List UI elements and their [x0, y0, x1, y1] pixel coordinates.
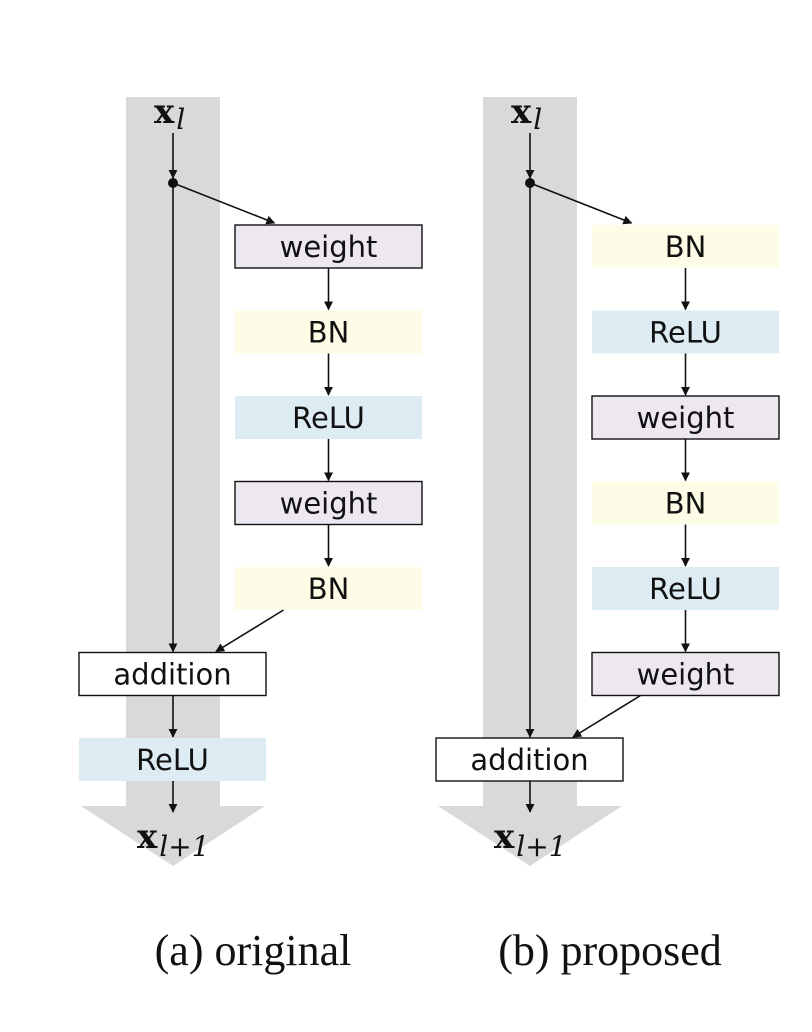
box-shape [234, 480, 423, 526]
box-shape [235, 396, 422, 439]
addition-label: addition [470, 743, 588, 777]
box-shape [435, 737, 624, 782]
input-subscript: l [533, 103, 542, 136]
branch-bn-box: BN [592, 225, 779, 268]
branch-weight-box: weight [591, 651, 780, 697]
addition-box: addition [78, 651, 267, 697]
box-label: ReLU [649, 572, 722, 606]
box-shape [79, 738, 266, 781]
branch-weight-box: weight [591, 395, 780, 440]
box-label: BN [665, 230, 707, 264]
box-shape [591, 651, 780, 697]
input-subscript: l [176, 103, 185, 136]
branch-relu-box: ReLU [235, 396, 422, 439]
panel-proposed: xlBNReLUweightBNReLUweightadditionxl+1(b… [435, 92, 780, 975]
branch-merge-arrow [215, 609, 284, 653]
input-label: xl [511, 92, 542, 136]
output-symbol: x [494, 817, 515, 857]
box-shape [591, 395, 780, 440]
input-label: xl [154, 92, 185, 136]
box-shape [235, 310, 422, 354]
box-shape [592, 310, 779, 354]
addition-label: addition [113, 658, 231, 692]
post-relu-box: ReLU [79, 738, 266, 781]
box-label: BN [308, 572, 350, 606]
output-label: xl+1 [137, 817, 210, 863]
caption-original: (a) original [155, 926, 352, 975]
branch-entry-arrow [529, 182, 633, 225]
box-label: weight [637, 658, 735, 692]
branch-merge-arrow [572, 694, 641, 738]
input-symbol: x [154, 92, 175, 132]
branch-relu-box: ReLU [592, 567, 779, 610]
output-subscript: l+1 [516, 830, 566, 863]
box-label: weight [280, 230, 378, 264]
branch-entry-arrow [172, 182, 276, 225]
panel-original: xlweightBNReLUweightBNadditionReLUxl+1(a… [78, 92, 423, 975]
output-symbol: x [137, 817, 158, 857]
box-shape [592, 481, 779, 525]
post-relu-label: ReLU [136, 743, 209, 777]
box-shape [592, 567, 779, 610]
branch-weight-box: weight [234, 480, 423, 526]
box-shape [78, 651, 267, 697]
branch-weight-box: weight [234, 224, 423, 269]
output-subscript: l+1 [159, 830, 209, 863]
box-label: weight [637, 401, 735, 435]
box-shape [235, 567, 422, 610]
input-symbol: x [511, 92, 532, 132]
box-label: BN [665, 487, 707, 521]
box-shape [592, 225, 779, 268]
box-label: ReLU [292, 401, 365, 435]
addition-box: addition [435, 737, 624, 782]
branch-bn-box: BN [592, 481, 779, 525]
branch-bn-box: BN [235, 567, 422, 610]
branch-bn-box: BN [235, 310, 422, 354]
box-label: BN [308, 316, 350, 350]
output-label: xl+1 [494, 817, 567, 863]
box-label: weight [280, 487, 378, 521]
branch-relu-box: ReLU [592, 310, 779, 354]
caption-proposed: (b) proposed [498, 926, 722, 975]
box-label: ReLU [649, 316, 722, 350]
